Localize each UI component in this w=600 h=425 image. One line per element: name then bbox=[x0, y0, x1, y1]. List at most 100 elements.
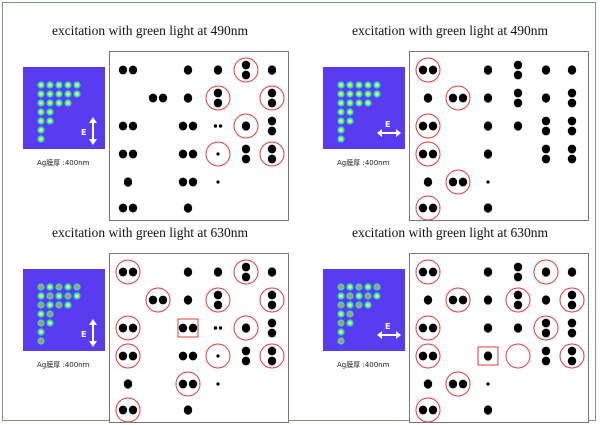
dot bbox=[567, 144, 577, 154]
dot bbox=[178, 177, 188, 187]
dot bbox=[448, 177, 458, 187]
dot bbox=[541, 154, 551, 164]
fluorescent-core bbox=[48, 83, 52, 87]
fluorescent-core bbox=[39, 339, 43, 343]
dot bbox=[541, 126, 551, 136]
dot bbox=[183, 93, 193, 103]
dot bbox=[267, 300, 277, 310]
fluorescent-core bbox=[357, 92, 361, 96]
dot bbox=[188, 379, 198, 389]
dot bbox=[241, 121, 251, 131]
highlight-circle bbox=[445, 169, 471, 195]
tiny-dot bbox=[216, 382, 220, 386]
highlight-circle bbox=[233, 113, 259, 139]
dot bbox=[418, 203, 428, 213]
highlight-circle bbox=[415, 259, 441, 285]
dot bbox=[128, 121, 138, 131]
fluorescent-core bbox=[348, 119, 352, 123]
dot bbox=[241, 262, 251, 272]
arrow-head-icon bbox=[396, 129, 401, 137]
highlight-circle bbox=[205, 141, 231, 167]
dot bbox=[567, 116, 577, 126]
dot bbox=[123, 177, 133, 187]
fluorescent-core bbox=[366, 92, 370, 96]
highlight-circle bbox=[415, 397, 441, 422]
fluorescent-core bbox=[348, 312, 352, 316]
dot bbox=[541, 295, 551, 305]
fluorescent-core bbox=[357, 303, 361, 307]
tiny-dot bbox=[213, 326, 218, 330]
dot bbox=[241, 60, 251, 70]
fluorescent-core bbox=[339, 128, 343, 132]
dot bbox=[267, 356, 277, 366]
fluorescent-core bbox=[339, 137, 343, 141]
fluorescent-core bbox=[57, 92, 61, 96]
dot bbox=[118, 323, 128, 333]
dot bbox=[428, 121, 438, 131]
dot bbox=[541, 318, 551, 328]
dot bbox=[267, 318, 277, 328]
fluorescent-core bbox=[57, 294, 61, 298]
dot bbox=[267, 346, 277, 356]
fluorescent-core bbox=[339, 321, 343, 325]
dot bbox=[118, 405, 128, 415]
dot bbox=[241, 272, 251, 282]
dot-pattern-diagram bbox=[409, 253, 589, 423]
fluorescence-svg: E bbox=[337, 283, 401, 345]
fluorescent-core bbox=[39, 321, 43, 325]
fluorescent-core bbox=[348, 294, 352, 298]
dot bbox=[428, 149, 438, 159]
highlight-circle bbox=[233, 315, 259, 341]
fluorescent-core bbox=[39, 294, 43, 298]
dot bbox=[483, 267, 493, 277]
fluorescent-core bbox=[48, 101, 52, 105]
dot bbox=[178, 379, 188, 389]
fluorescence-svg: E bbox=[37, 81, 97, 145]
arrow-head-icon bbox=[89, 319, 97, 325]
dot bbox=[567, 126, 577, 136]
dot bbox=[423, 295, 433, 305]
highlight-circle bbox=[205, 85, 231, 111]
dot bbox=[128, 65, 138, 75]
dot bbox=[118, 351, 128, 361]
dot bbox=[458, 295, 468, 305]
dot bbox=[418, 149, 428, 159]
dot bbox=[513, 300, 523, 310]
dot bbox=[541, 356, 551, 366]
dot bbox=[458, 379, 468, 389]
dot-pattern-svg bbox=[415, 259, 585, 422]
fluorescent-core bbox=[39, 110, 43, 114]
dot bbox=[267, 144, 277, 154]
silver-thickness-caption: Ag膜厚 :400nm bbox=[37, 361, 90, 369]
dot bbox=[213, 65, 223, 75]
fluorescent-core bbox=[66, 92, 70, 96]
fluorescent-core bbox=[39, 285, 43, 289]
dot bbox=[428, 267, 438, 277]
dot bbox=[567, 65, 577, 75]
tiny-dot bbox=[216, 354, 220, 358]
dot bbox=[188, 149, 198, 159]
dot bbox=[241, 154, 251, 164]
fluorescent-core bbox=[339, 92, 343, 96]
dot bbox=[541, 346, 551, 356]
dot bbox=[188, 121, 198, 131]
field-label: E bbox=[385, 322, 390, 331]
arrow-head-icon bbox=[89, 341, 97, 347]
fluorescent-core bbox=[39, 83, 43, 87]
dot bbox=[418, 267, 428, 277]
dot bbox=[148, 93, 158, 103]
dot bbox=[241, 323, 251, 333]
fluorescent-core bbox=[375, 285, 379, 289]
dot bbox=[267, 126, 277, 136]
highlight-circle bbox=[233, 57, 259, 83]
dot bbox=[213, 267, 223, 277]
fluorescent-core bbox=[39, 137, 43, 141]
silver-thickness-caption: Ag膜厚 :400nm bbox=[37, 159, 90, 167]
dot bbox=[183, 267, 193, 277]
dot bbox=[178, 351, 188, 361]
panel-490nm-vertical: excitation with green light at 490nm E A… bbox=[5, 23, 295, 223]
dot bbox=[118, 203, 128, 213]
dot bbox=[128, 351, 138, 361]
dot-pattern-diagram bbox=[109, 253, 289, 423]
dot bbox=[267, 328, 277, 338]
